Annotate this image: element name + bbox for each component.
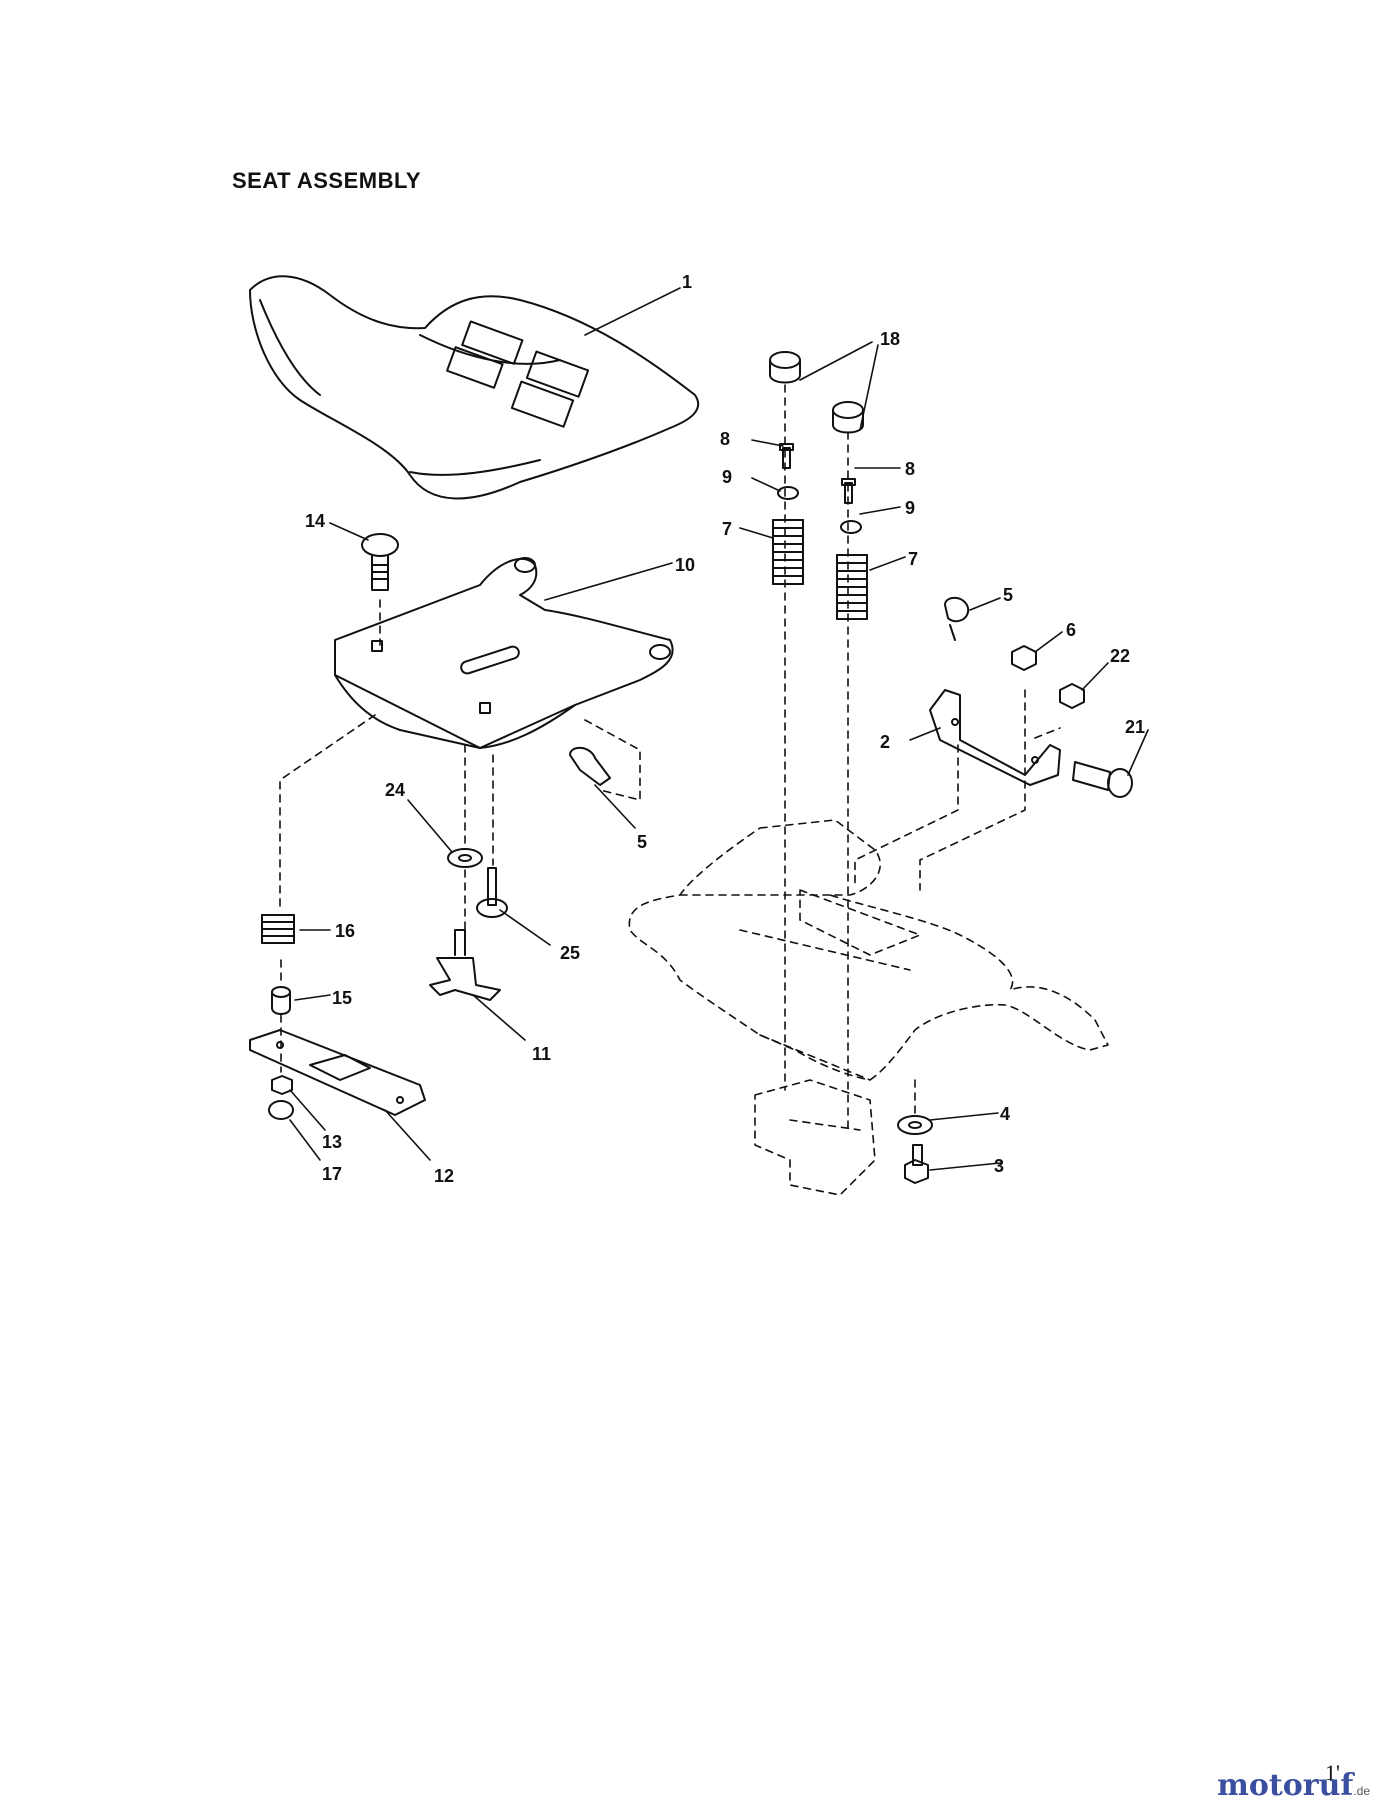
- callout-label: 24: [385, 780, 405, 800]
- callout-label: 10: [675, 555, 695, 575]
- callout-label: 9: [722, 467, 732, 487]
- callout-label: 2: [880, 732, 890, 752]
- callout-label: 8: [720, 429, 730, 449]
- callout-label: 25: [560, 943, 580, 963]
- callout-label: 14: [305, 511, 325, 531]
- callout-label: 5: [637, 832, 647, 852]
- carriage-bolt-part: [361, 533, 399, 591]
- nut-part: [1011, 645, 1037, 671]
- callout-label: 4: [1000, 1104, 1010, 1124]
- washer-part: [840, 520, 862, 534]
- spring-part: [772, 519, 868, 620]
- shoulder-bolt-part: [1072, 761, 1133, 798]
- callout-label: 5: [1003, 585, 1013, 605]
- callout-label: 18: [880, 329, 900, 349]
- seat-part: [249, 275, 700, 500]
- spring-part: [261, 914, 295, 944]
- callout-label: 22: [1110, 646, 1130, 666]
- callout-label: 13: [322, 1132, 342, 1152]
- callout-label: 21: [1125, 717, 1145, 737]
- spacer-part: [769, 351, 864, 434]
- seat-pan-part: [334, 557, 674, 749]
- watermark-suffix: .de: [1353, 1784, 1370, 1798]
- frame-outline: [279, 384, 1109, 1196]
- callout-label: 7: [908, 549, 918, 569]
- callout-label: 15: [332, 988, 352, 1008]
- nut-part: [1059, 683, 1085, 709]
- nut-part: [271, 1075, 293, 1095]
- bolt-part: [841, 478, 856, 504]
- page-number: 1': [1325, 1760, 1340, 1785]
- mounting-plate-part: [249, 1029, 426, 1116]
- callout-label: 16: [335, 921, 355, 941]
- callout-label: 7: [722, 519, 732, 539]
- spacer-part: [271, 991, 291, 1015]
- knob-part: [429, 929, 501, 1001]
- callout-label: 1: [682, 272, 692, 292]
- callout-label: 17: [322, 1164, 342, 1184]
- clip-part: [569, 746, 611, 786]
- bolt-part: [904, 1144, 929, 1184]
- callout-label: 11: [532, 1044, 551, 1064]
- bolt-part: [779, 443, 794, 469]
- clip-part: [944, 596, 970, 641]
- watermark-text: motoruf: [1217, 1768, 1354, 1803]
- bracket-part: [929, 689, 1061, 786]
- page-title: SEAT ASSEMBLY: [232, 168, 422, 193]
- callout-label: 6: [1066, 620, 1076, 640]
- washer-part: [447, 848, 483, 868]
- lock-nut-part: [268, 1100, 294, 1120]
- washer-part: [897, 1115, 933, 1135]
- callout-label: 8: [905, 459, 915, 479]
- washer-part: [777, 486, 799, 500]
- bolt-part: [476, 867, 508, 918]
- callout-label: 3: [994, 1156, 1004, 1176]
- callout-label: 9: [905, 498, 915, 518]
- callout-label: 12: [434, 1166, 454, 1186]
- watermark-logo: motoruf.de: [1217, 1768, 1370, 1803]
